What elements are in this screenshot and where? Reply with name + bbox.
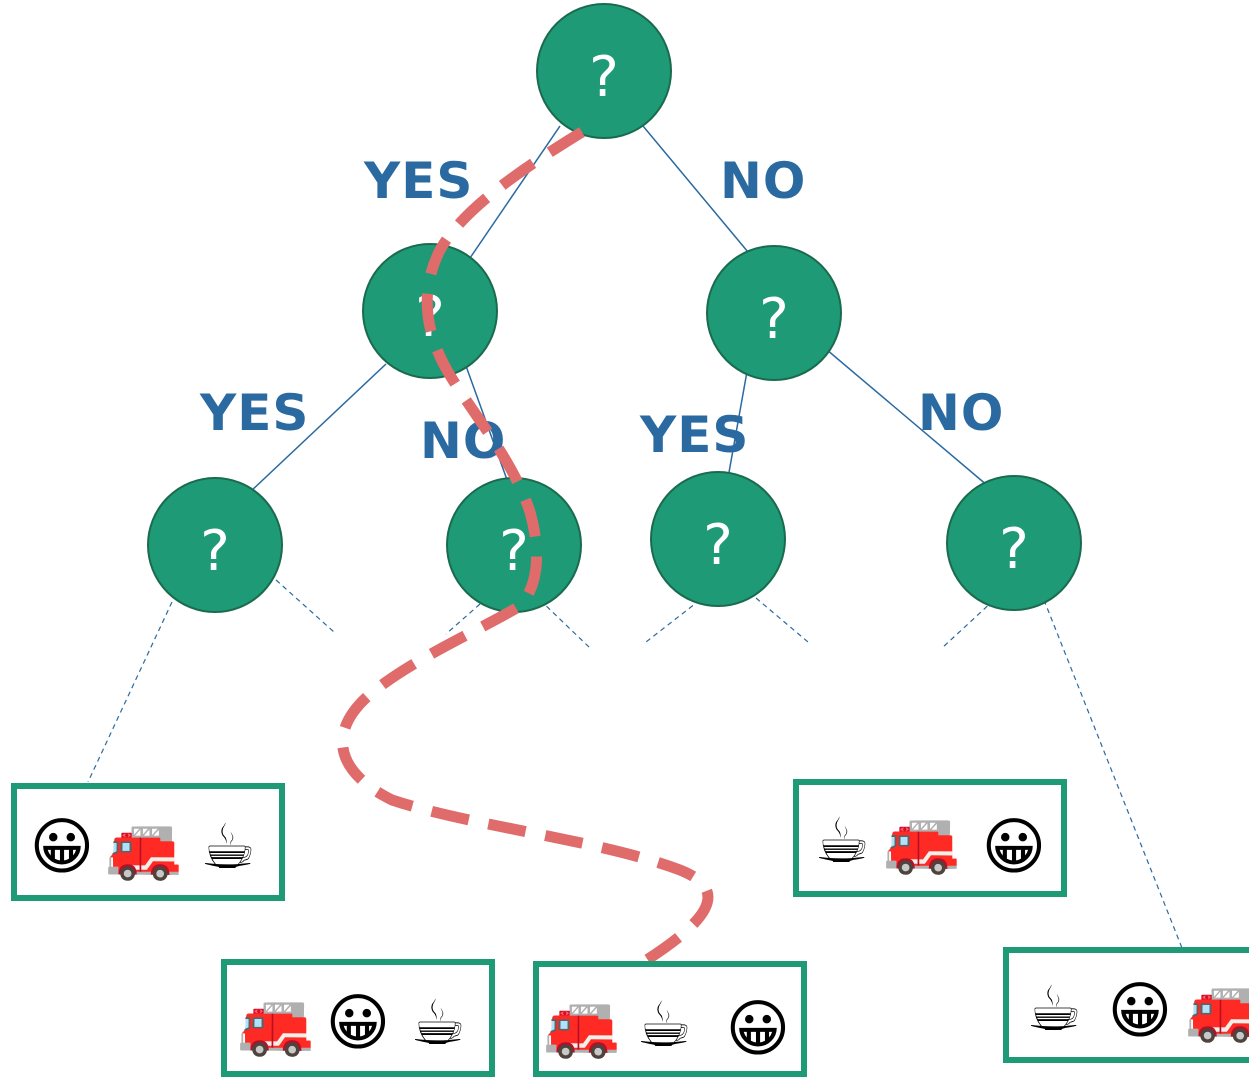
dashed-edge (275, 579, 335, 633)
coffee-cup-icon: ☕ (410, 986, 466, 1059)
outcome-box-2: 🚒 😀 ☕ (221, 959, 495, 1077)
coffee-cup-icon: ☕ (200, 810, 256, 883)
dashed-edge (941, 599, 995, 649)
dashed-edge (539, 599, 591, 649)
dashed-edge (87, 601, 173, 783)
edge-label-midleft-no: NO (420, 412, 506, 470)
edge-label-root-yes: YES (363, 152, 473, 210)
leaf-node-1: ? (147, 477, 283, 613)
tree-edges (249, 125, 989, 493)
node-label: ? (759, 287, 789, 352)
edge-label-midleft-yes: YES (199, 384, 309, 442)
root-node: ? (536, 3, 672, 139)
leaf-node-4: ? (946, 475, 1082, 611)
coffee-cup-icon: ☕ (636, 988, 692, 1061)
edge-midleft-yes (249, 363, 387, 493)
node-label: ? (999, 517, 1029, 582)
fire-engine-icon: 🚒 (883, 804, 960, 877)
happy-face-icon: 😀 (982, 810, 1047, 883)
tree-nodes: ? ? ? ? ? ? ? (147, 3, 1082, 613)
fire-engine-icon: 🚒 (543, 988, 620, 1061)
edge-root-yes (469, 125, 561, 259)
coffee-cup-icon: ☕ (1026, 972, 1082, 1045)
edge-midright-yes (727, 365, 749, 479)
node-label: ? (703, 513, 733, 578)
edge-root-no (642, 125, 749, 253)
fire-engine-icon: 🚒 (237, 986, 314, 1059)
node-label: ? (589, 45, 619, 110)
mid-right-node: ? (706, 245, 842, 381)
fire-engine-icon: 🚒 (105, 810, 182, 883)
dashed-edge (645, 599, 701, 643)
happy-face-icon: 😀 (1108, 974, 1173, 1047)
outcome-boxes: 😀 🚒 ☕ 🚒 😀 ☕ 🚒 ☕ 😀 ☕ 🚒 😀 ☕ 😀 🚒 (11, 779, 1249, 1077)
coffee-cup-icon: ☕ (814, 804, 870, 877)
dashed-edges (87, 579, 1183, 949)
edge-label-midright-no: NO (918, 384, 1004, 442)
happy-face-icon: 😀 (726, 992, 791, 1065)
happy-face-icon: 😀 (30, 810, 95, 883)
highlighted-decision-path (337, 127, 714, 973)
leaf-node-2: ? (446, 477, 582, 613)
outcome-box-5: ☕ 😀 🚒 (1003, 947, 1249, 1063)
node-label: ? (200, 519, 230, 584)
edge-midright-no (819, 343, 989, 487)
edge-label-midright-yes: YES (639, 406, 749, 464)
outcome-box-1: 😀 🚒 ☕ (11, 783, 285, 901)
fire-engine-icon: 🚒 (1185, 972, 1249, 1045)
edge-label-root-no: NO (720, 152, 806, 210)
node-label: ? (499, 519, 529, 584)
happy-face-icon: 😀 (326, 986, 391, 1059)
edge-labels: YES NO YES NO YES NO (199, 152, 1004, 470)
leaf-node-3: ? (650, 471, 786, 607)
dashed-edge (755, 597, 809, 643)
outcome-box-3: 🚒 ☕ 😀 (533, 961, 807, 1077)
outcome-box-4: ☕ 🚒 😀 (793, 779, 1067, 897)
dashed-edge (445, 603, 481, 635)
